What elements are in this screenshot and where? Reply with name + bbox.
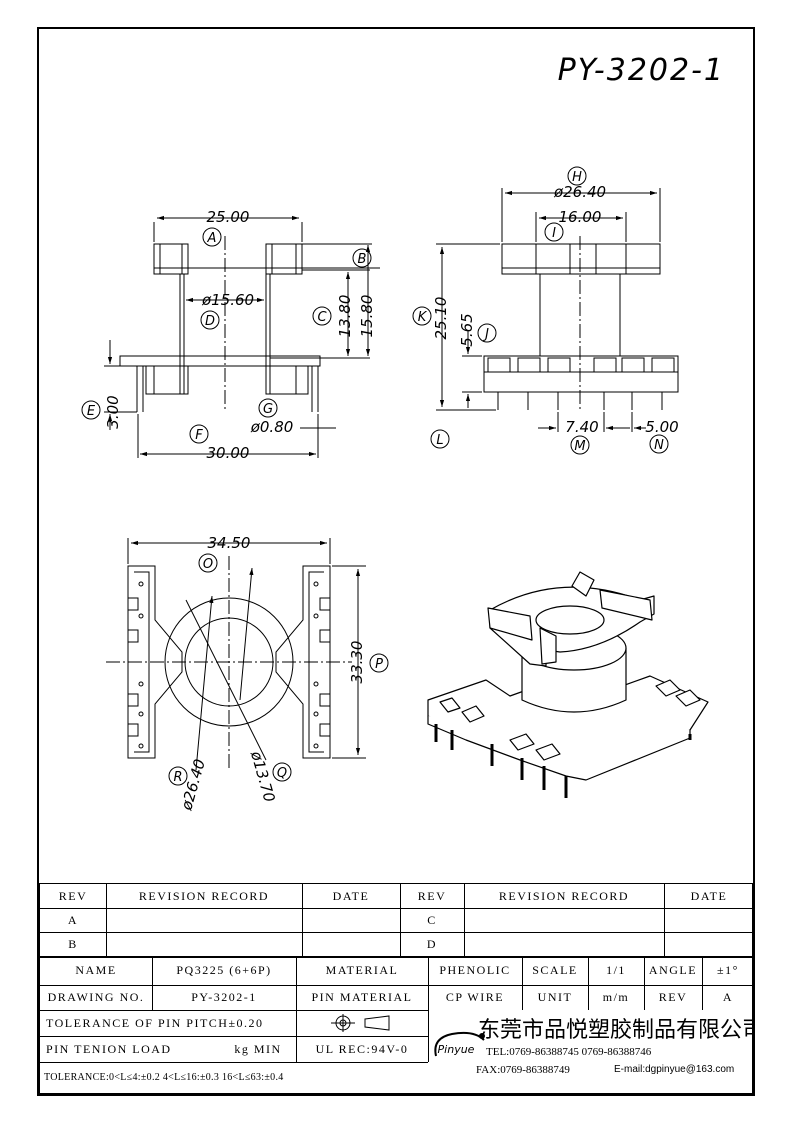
svg-text:D: D bbox=[205, 314, 215, 329]
dim-width-top: 25.00 bbox=[207, 208, 250, 226]
dim-flange-dia: ø26.40 bbox=[553, 183, 606, 201]
svg-text:P: P bbox=[375, 657, 383, 672]
scale-label: SCALE bbox=[532, 963, 578, 977]
isometric-pins bbox=[434, 724, 692, 798]
front-view bbox=[436, 188, 679, 432]
side-view bbox=[104, 215, 380, 458]
pin-material-label: PIN MATERIAL bbox=[311, 990, 413, 1004]
unit-label: UNIT bbox=[537, 990, 573, 1004]
dim-top-width: 34.50 bbox=[208, 534, 251, 552]
dim-top-depth: 33.30 bbox=[348, 641, 366, 684]
side-view-labels: A B C D E F G bbox=[81, 227, 372, 444]
drawing-no-value: PY-3202-1 bbox=[191, 990, 257, 1004]
isometric-view bbox=[427, 571, 709, 781]
tolerance-symbol bbox=[296, 1010, 428, 1036]
rev-d: D bbox=[426, 936, 438, 951]
dim-pin-dia: ø0.80 bbox=[250, 418, 294, 436]
svg-text:A: A bbox=[207, 231, 217, 246]
pin-load-value: kg MIN bbox=[234, 1041, 282, 1056]
svg-text:F: F bbox=[195, 428, 203, 443]
dim-pitch-1: 7.40 bbox=[565, 418, 598, 436]
dim-h1: 13.80 bbox=[336, 295, 354, 338]
svg-text:C: C bbox=[317, 310, 327, 325]
company-fax: FAX:0769-86388749 bbox=[476, 1064, 570, 1076]
svg-text:E: E bbox=[87, 404, 96, 419]
date-header-2: DATE bbox=[690, 888, 728, 903]
dim-width-pins: 30.00 bbox=[207, 444, 250, 462]
angle-value: ±1° bbox=[717, 963, 739, 977]
scale-value: 1/1 bbox=[606, 963, 626, 977]
dim-inner: 16.00 bbox=[559, 208, 602, 226]
svg-text:N: N bbox=[654, 438, 664, 453]
svg-text:O: O bbox=[203, 557, 213, 572]
ul-rec: UL REC:94V-0 bbox=[315, 1041, 409, 1056]
pin-material-value: CP WIRE bbox=[445, 990, 505, 1004]
svg-text:G: G bbox=[263, 402, 273, 417]
angle-label: ANGLE bbox=[648, 963, 698, 977]
title-block: REV REVISION RECORD DATE REV REVISION RE… bbox=[38, 883, 754, 1095]
svg-text:Q: Q bbox=[277, 766, 287, 781]
svg-text:R: R bbox=[173, 770, 182, 785]
date-header-1: DATE bbox=[332, 888, 370, 903]
tolerance-range: TOLERANCE:0<L≤4:±0.2 4<L≤16:±0.3 16<L≤63… bbox=[44, 1071, 284, 1083]
rev-c: C bbox=[427, 912, 437, 927]
dim-h2: 15.80 bbox=[358, 295, 376, 338]
name-value: PQ3225 (6+6P) bbox=[176, 963, 272, 977]
company-block: Pinyue 东莞市品悦塑胶制品有限公司 TEL:0769-86388745 0… bbox=[428, 1010, 754, 1092]
dim-top-flange: ø26.40 bbox=[177, 757, 209, 813]
top-view-labels: O P Q R bbox=[168, 553, 389, 786]
rev-value: A bbox=[722, 990, 734, 1004]
svg-text:B: B bbox=[358, 252, 367, 267]
svg-text:H: H bbox=[572, 170, 582, 185]
rev-header-2: REV bbox=[417, 888, 447, 903]
company-email: E-mail:dgpinyue@163.com bbox=[614, 1064, 735, 1075]
dim-pitch-2: 5.00 bbox=[645, 418, 678, 436]
svg-text:M: M bbox=[574, 439, 585, 454]
revision-record-header-2: REVISION RECORD bbox=[498, 888, 630, 903]
dim-bore: ø15.60 bbox=[201, 291, 254, 309]
rev-label: REV bbox=[658, 990, 688, 1004]
front-view-labels: H I J K L M N bbox=[412, 166, 669, 455]
svg-text:K: K bbox=[418, 310, 428, 325]
projection-symbol-icon bbox=[331, 1014, 390, 1032]
unit-value: m/m bbox=[602, 990, 630, 1004]
drawing-no-label: DRAWING NO. bbox=[47, 990, 145, 1004]
company-tel: TEL:0769-86388745 0769-86388746 bbox=[486, 1046, 652, 1058]
dim-pin-length: 3.00 bbox=[104, 395, 122, 428]
material-label: MATERIAL bbox=[325, 963, 399, 977]
revision-record-header-1: REVISION RECORD bbox=[138, 888, 270, 903]
top-view bbox=[106, 538, 366, 771]
svg-text:L: L bbox=[436, 433, 443, 448]
name-label: NAME bbox=[75, 963, 117, 977]
rev-header-1: REV bbox=[58, 888, 88, 903]
rev-a: A bbox=[67, 912, 79, 927]
company-name: 东莞市品悦塑胶制品有限公司 bbox=[478, 1018, 752, 1042]
dim-base: 5.65 bbox=[458, 313, 476, 346]
rev-b: B bbox=[68, 936, 78, 951]
drawing-number: PY-3202-1 bbox=[558, 53, 725, 88]
material-value: PHENOLIC bbox=[439, 963, 511, 977]
pinyue-logo-icon: Pinyue bbox=[434, 1031, 485, 1057]
svg-text:I: I bbox=[552, 226, 556, 241]
tolerance-pin-pitch: TOLERANCE OF PIN PITCH±0.20 bbox=[46, 1015, 264, 1030]
svg-text:Pinyue: Pinyue bbox=[438, 1043, 475, 1056]
pin-load-label: PIN TENION LOAD bbox=[46, 1041, 172, 1056]
svg-text:J: J bbox=[482, 327, 489, 342]
dim-height: 25.10 bbox=[432, 297, 450, 340]
